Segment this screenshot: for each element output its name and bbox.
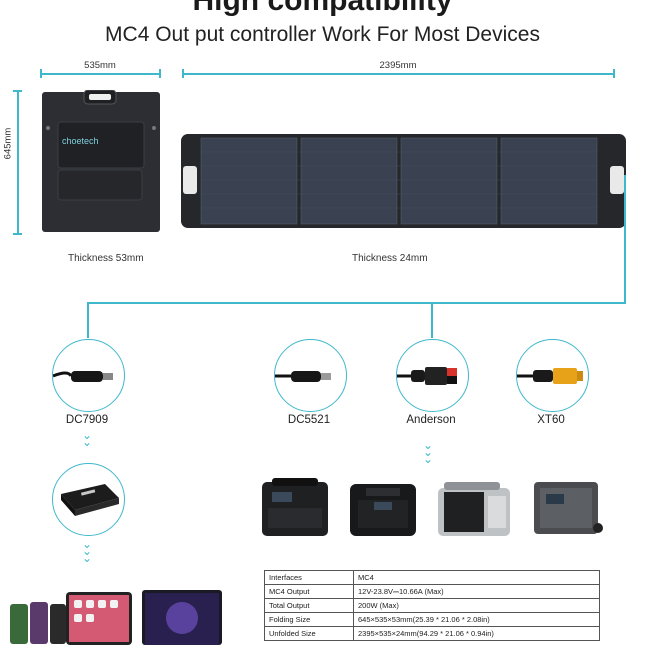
spec-value: MC4 xyxy=(353,570,600,585)
unfolded-width-tick-right xyxy=(613,69,615,78)
connector-label-dc5521: DC5521 xyxy=(287,414,331,426)
height-line xyxy=(17,90,19,234)
table-row: Interfaces MC4 xyxy=(264,570,600,585)
folded-width-tick-right xyxy=(159,69,161,78)
cable-line-left-drop xyxy=(87,302,89,338)
folded-thickness-label: Thickness 53mm xyxy=(68,253,144,264)
height-tick-top xyxy=(13,90,22,92)
spec-name: Interfaces xyxy=(264,570,354,585)
spec-value: 645×535×53mm(25.39 * 21.06 * 2.08in) xyxy=(353,612,600,627)
page-subtitle: MC4 Out put controller Work For Most Dev… xyxy=(105,23,540,46)
power-station-1 xyxy=(258,478,332,538)
spec-table: Interfaces MC4 MC4 Output 12V-23.8V⎓10.6… xyxy=(264,570,600,641)
connector-label-xt60: XT60 xyxy=(537,414,565,426)
connector-dc5521 xyxy=(274,339,347,412)
unfolded-width-tick-left xyxy=(182,69,184,78)
cable-line-vertical-right xyxy=(624,175,626,303)
connector-anderson xyxy=(396,339,469,412)
phones-group xyxy=(8,600,68,645)
folded-solar-panel xyxy=(42,89,160,232)
chevron-down-icon: ⌄⌄ xyxy=(81,428,93,449)
brand-logo: choetech xyxy=(62,136,99,146)
folded-width-label: 535mm xyxy=(84,60,116,71)
spec-name: Unfolded Size xyxy=(264,626,354,641)
dc7909-plug-icon xyxy=(52,371,113,382)
xt60-plug-icon xyxy=(517,368,583,384)
folded-width-line xyxy=(40,73,160,75)
height-label: 645mm xyxy=(2,127,14,160)
connector-xt60 xyxy=(516,339,589,412)
power-station-2 xyxy=(346,480,420,538)
table-row: MC4 Output 12V-23.8V⎓10.66A (Max) xyxy=(264,584,600,599)
spec-value: 12V-23.8V⎓10.66A (Max) xyxy=(353,584,600,599)
cable-line-horizontal xyxy=(87,302,626,304)
tablet-device xyxy=(66,592,132,645)
unfolded-solar-panel xyxy=(181,134,626,228)
laptop-device xyxy=(142,590,222,645)
height-tick-bottom xyxy=(13,233,22,235)
power-station-3 xyxy=(434,478,514,538)
spec-name: Folding Size xyxy=(264,612,354,627)
cable-line-right-drop xyxy=(431,302,433,338)
unfolded-thickness-label: Thickness 24mm xyxy=(352,253,428,264)
spec-value: 2395×535×24mm(94.29 * 21.06 * 0.94in) xyxy=(353,626,600,641)
anderson-plug-icon xyxy=(397,367,457,385)
spec-value: 200W (Max) xyxy=(353,598,600,613)
dc5521-plug-icon xyxy=(275,371,331,382)
folded-width-tick-left xyxy=(40,69,42,78)
unfolded-width-line xyxy=(182,73,614,75)
table-row: Unfolded Size 2395×535×24mm(94.29 * 21.0… xyxy=(264,626,600,641)
unfolded-width-label: 2395mm xyxy=(379,60,417,71)
spec-name: Total Output xyxy=(264,598,354,613)
page-title: High compatibility xyxy=(192,0,453,17)
controller-box-icon xyxy=(61,484,119,516)
chevron-down-icon: ⌄⌄⌄ xyxy=(422,438,434,466)
connector-label-anderson: Anderson xyxy=(406,414,456,426)
table-row: Folding Size 645×535×53mm(25.39 * 21.06 … xyxy=(264,612,600,627)
table-row: Total Output 200W (Max) xyxy=(264,598,600,613)
connector-dc7909 xyxy=(52,339,125,412)
mppt-controller xyxy=(52,463,125,536)
chevron-down-icon: ⌄⌄⌄ xyxy=(81,537,93,565)
power-station-4 xyxy=(530,478,606,538)
connector-label-dc7909: DC7909 xyxy=(65,414,109,426)
spec-name: MC4 Output xyxy=(264,584,354,599)
